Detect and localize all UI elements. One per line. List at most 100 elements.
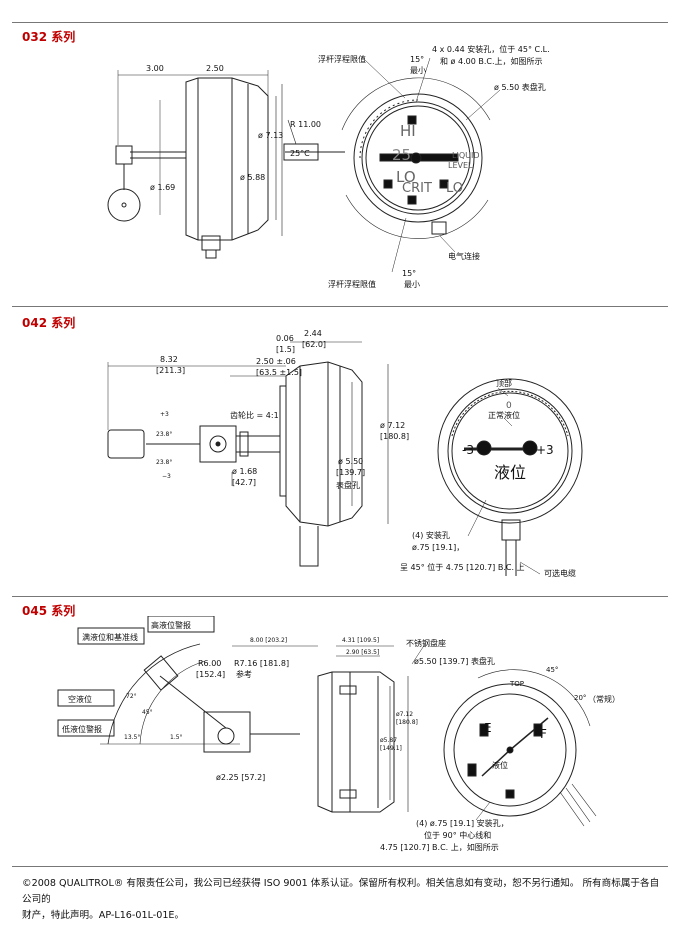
dial-hole-032: ø 5.50 表盘孔	[494, 82, 546, 92]
level-045: 液位	[492, 760, 508, 770]
full-level: 满液位和基准线	[82, 632, 138, 642]
holes2-045: 位于 90° 中心线和	[424, 830, 491, 840]
electrical-032: 电气连接	[448, 251, 480, 261]
dial-liquid: LIQUID	[452, 151, 480, 160]
m3: −3	[162, 473, 171, 480]
ang15: 1.5°	[170, 734, 183, 741]
section-title-045: 045 系列	[22, 604, 76, 618]
d431: 4.31 [109.5]	[342, 637, 379, 644]
ang45: 45°	[142, 709, 153, 716]
f-label: F	[540, 727, 547, 741]
plus3: +3	[536, 443, 554, 457]
d244b: [62.0]	[302, 340, 326, 349]
footer-rule	[12, 866, 668, 867]
d250: 2.50 ±.06	[256, 357, 296, 366]
empty-level: 空液位	[68, 694, 92, 704]
zero-042: 0	[506, 401, 512, 411]
drawing-045: 满液位和基准线 高液位警报 空液位 低液位警报 R6.00 [152.4] R7…	[57, 616, 620, 852]
minus3: -3	[462, 443, 474, 457]
dial-045-outer	[443, 683, 577, 817]
dial-crit: CRIT	[402, 181, 432, 196]
ang72: 72°	[126, 693, 137, 700]
d712: ø 7.12	[380, 421, 405, 430]
holes4: (4) 安装孔	[412, 530, 450, 540]
d75: ø.75 [19.1]，	[412, 543, 464, 552]
r1100: R 11.00	[290, 120, 321, 129]
d800: 8.00 [203.2]	[250, 637, 287, 644]
holes1-045: (4) ø.75 [19.1] 安装孔，	[416, 818, 509, 828]
deg20: 20°	[574, 694, 586, 702]
min-bottom: 最小	[404, 280, 420, 289]
dial-lo: LO	[396, 168, 416, 186]
temp-label: 25°C	[290, 149, 310, 158]
d587: ø5.87	[380, 737, 397, 744]
bc-042: 呈 45° 位于 4.75 [120.7] B.C. 上	[400, 562, 525, 572]
drawing-042: 0.06 [1.5] 2.44 [62.0] 8.32 [211.3] 2.50…	[107, 329, 583, 578]
dim-169: ø 1.69	[150, 183, 175, 192]
footer-line1: ©2008 QUALITROL® 有限责任公司，我公司已经获得 ISO 9001…	[22, 878, 660, 905]
dial-25: 25	[392, 146, 411, 164]
d550b: [139.7]	[336, 468, 365, 477]
dial-lo2: LO	[446, 181, 463, 196]
top-042: 顶部	[496, 378, 512, 388]
drawing-032: 3.00 2.50 ø 7.13 ø 5.88 ø 1.69 R 11.00 2…	[107, 44, 550, 289]
dial-hole-042: 表盘孔	[336, 480, 360, 490]
dial-hole-045: ø5.50 [139.7] 表盘孔	[414, 656, 495, 666]
p3: +3	[160, 411, 169, 418]
ang1: 23.8°	[156, 431, 172, 438]
d006b: [1.5]	[276, 345, 295, 354]
d290: 2.90 [63.5]	[346, 649, 379, 656]
side-body-045	[317, 671, 395, 813]
ref: 参考	[236, 669, 252, 679]
d168: ø 1.68	[232, 467, 257, 476]
steel-base: 不锈钢盘座	[406, 638, 446, 648]
footer: ©2008 QUALITROL® 有限责任公司，我公司已经获得 ISO 9001…	[22, 876, 662, 924]
section-title-032: 032 系列	[22, 30, 76, 44]
side-body-032	[185, 77, 269, 241]
d712b: [180.8]	[380, 432, 409, 441]
low-alarm: 低液位警报	[62, 724, 102, 734]
d168b: [42.7]	[232, 478, 256, 487]
dial-042-outer	[437, 378, 583, 524]
section-rule-top	[12, 22, 668, 23]
deg15-bottom: 15°	[402, 269, 416, 278]
r716: R7.16 [181.8]	[234, 659, 289, 668]
ang2: 23.8°	[156, 459, 172, 466]
d225: ø2.25 [57.2]	[216, 773, 265, 782]
holes3-045: 4.75 [120.7] B.C. 上，如图所示	[380, 842, 499, 852]
d832b: [211.3]	[156, 366, 185, 375]
side-body-042	[285, 361, 363, 527]
d712-045: ø7.12	[396, 711, 413, 718]
d550: ø 5.50	[338, 457, 363, 466]
holes-line2: 和 ø 4.00 B.C.上，如图所示	[440, 56, 543, 66]
d250b: [63.5 ±1.5]	[256, 368, 302, 377]
gear-ratio: 齿轮比 = 4:1	[230, 410, 279, 420]
footer-line2: 财产，特此声明。AP-L16-01L-01E。	[22, 910, 185, 921]
dim-300: 3.00	[146, 64, 164, 73]
d006: 0.06	[276, 334, 294, 343]
e-label: E	[484, 721, 492, 735]
d587b: [149.1]	[380, 745, 402, 752]
deg15-top: 15°	[410, 55, 424, 64]
d712b-045: [180.8]	[396, 719, 418, 726]
section-rule-042	[12, 306, 668, 307]
r600b: [152.4]	[196, 670, 225, 679]
d244: 2.44	[304, 329, 322, 338]
dial-hi: HI	[400, 122, 416, 140]
dial-032-outer	[353, 93, 483, 223]
d832: 8.32	[160, 355, 178, 364]
cable: 可选电缆	[544, 568, 576, 578]
min-top: 最小	[410, 66, 426, 75]
dim-250: 2.50	[206, 64, 224, 73]
normal-045: （常规）	[588, 694, 620, 704]
normal-042: 正常液位	[488, 410, 520, 420]
liquid-042: 液位	[494, 463, 526, 482]
float-limit-bottom: 浮杆浮程限值	[328, 279, 376, 289]
holes-line1: 4 x 0.44 安装孔，位于 45° C.L.	[432, 44, 550, 54]
dim-713: ø 7.13	[258, 131, 283, 140]
deg45-045: 45°	[546, 666, 558, 674]
ang13: 13.5°	[124, 734, 140, 741]
section-title-042: 042 系列	[22, 316, 76, 330]
high-alarm: 高液位警报	[151, 620, 191, 630]
top-045: TOP	[509, 680, 524, 688]
